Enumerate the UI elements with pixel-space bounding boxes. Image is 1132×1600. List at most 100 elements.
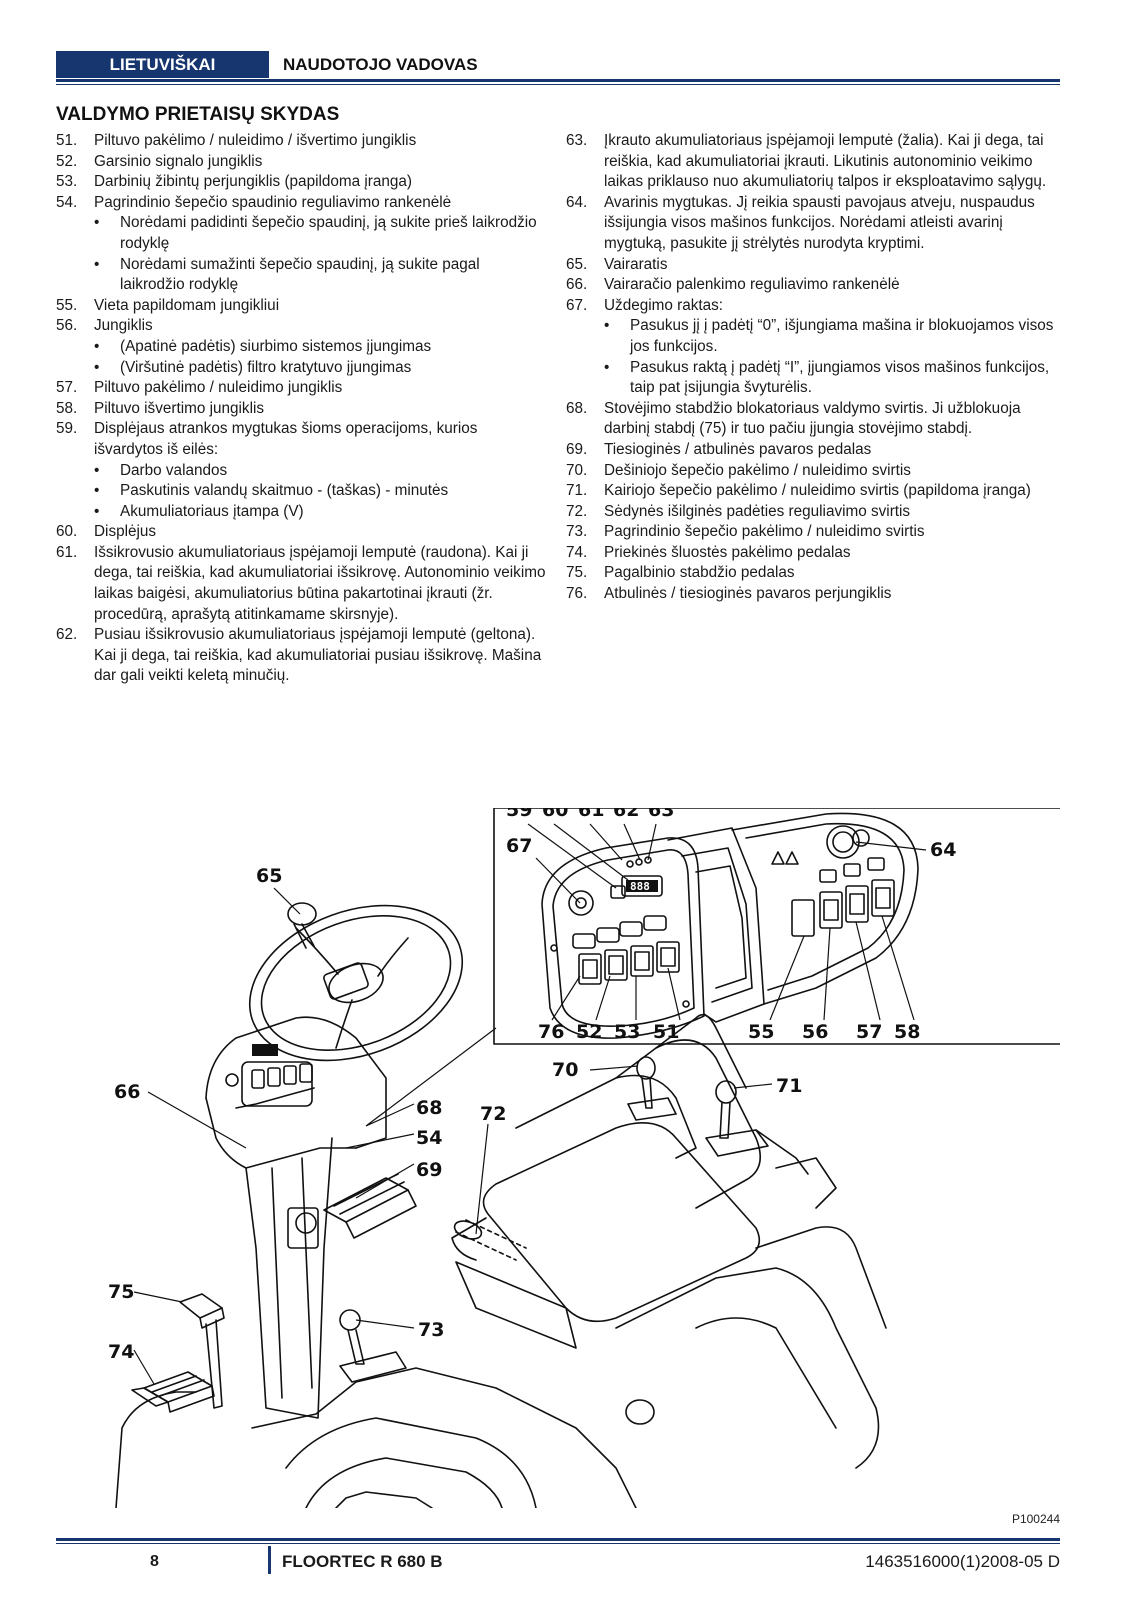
item-number: 74. [566,543,588,561]
item-number: 72. [566,502,588,520]
steering-column [205,1016,387,1419]
callout-66: 66 [114,1081,140,1103]
list-item: 60.Displėjus [56,522,546,543]
callout-61: 61 [578,808,604,821]
callout-55: 55 [748,1021,774,1043]
item-text: Piltuvo pakėlimo / nuleidimo / išvertimo… [94,132,417,149]
bullet-dot: • [94,461,100,479]
list-item: 55.Vieta papildomam jungikliui [56,296,546,317]
item-number: 71. [566,482,588,500]
dashboard-right-panel [731,812,919,1005]
control-panel-figure: 888 59 60 61 62 63 64 67 [108,808,1060,1508]
item-text: Uždegimo raktas: [604,296,724,314]
item-number: 73. [566,523,588,541]
item-number: 54. [56,193,78,211]
callout-58: 58 [894,1021,920,1043]
list-item: 59. Displėjaus atrankos mygtukas šioms op… [56,419,546,460]
list-item: 66.Vairaračio palenkimo reguliavimo rank… [566,275,1066,296]
list-item: 68.Stovėjimo stabdžio blokatoriaus valdy… [566,399,1066,440]
item-text: Įkrauto akumuliatoriaus įspėjamoji lempu… [604,132,1047,191]
list-item: 57.Piltuvo pakėlimo / nuleidimo jungikli… [56,378,546,399]
header-rule-thin [56,84,1060,85]
list-item: 75.Pagalbinio stabdžio pedalas [566,563,1066,584]
lever-70 [627,1056,677,1121]
item-number: 63. [566,132,588,149]
callout-74: 74 [108,1341,134,1363]
bullet-text: Paskutinis valandų skaitmuo - (taškas) -… [120,482,449,500]
bullet-text: Pasukus jį į padėtį “0”, išjungiama maši… [630,317,1054,355]
list-bullet: •Darbo valandos [56,461,546,482]
list-item: 76.Atbulinės / tiesioginės pavaros perju… [566,584,1066,605]
item-number: 67. [566,296,588,314]
item-number: 70. [566,461,588,479]
bullet-text: Akumuliatoriaus įtampa (V) [120,502,304,520]
item-text: Piltuvo išvertimo jungiklis [94,399,265,417]
item-text: Avarinis mygtukas. Jį reikia spausti pav… [604,193,1035,252]
bullet-dot: • [94,255,100,273]
list-item: 71. Kairiojo šepečio pakėlimo / nuleidimo… [566,481,1066,502]
pedal-75 [179,1293,225,1409]
item-number: 75. [566,564,588,582]
list-item: 51.Piltuvo pakėlimo / nuleidimo / išvert… [56,131,546,152]
item-number: 68. [566,399,588,417]
header-rule [56,79,1060,82]
callout-63: 63 [648,808,674,821]
list-bullet: • Akumuliatoriaus įtampa (V) [56,502,546,523]
callout-68: 68 [416,1097,442,1119]
item-text: Darbinių žibintų perjungiklis (papildoma… [94,173,413,191]
callout-73: 73 [418,1319,444,1341]
list-bullet: • Norėdami sumažinti šepečio spaudinį, ją… [56,255,546,296]
item-number: 56. [56,317,78,335]
list-bullet: •Pasukus jį į padėtį “0”, išjungiama maš… [566,316,1066,357]
language-tab: LIETUVIŠKAI [56,51,269,78]
item-text: Jungiklis [94,317,153,335]
bullet-dot: • [94,482,100,500]
bullet-dot: • [94,502,100,520]
item-text: Priekinės šluostės pakėlimo pedalas [604,543,851,561]
list-item: 56. Jungiklis [56,316,546,337]
callout-54: 54 [416,1127,442,1149]
callout-71: 71 [776,1075,802,1097]
bullet-text: (Viršutinė padėtis) filtro kratytuvo įju… [120,358,412,376]
list-item: 54. Pagrindinio šepečio spaudinio regulia… [56,193,546,214]
item-text: Pagrindinio šepečio pakėlimo / nuleidimo… [604,523,925,541]
list-bullet: •Norėdami padidinti šepečio spaudinį, ją… [56,213,546,254]
bullet-dot: • [94,214,100,232]
list-item: 73. Pagrindinio šepečio pakėlimo / nuleid… [566,522,1066,543]
document-code: 1463516000(1)2008-05 D [865,1552,1060,1571]
bullet-text: Norėdami sumažinti šepečio spaudinį, ją … [120,255,480,294]
dashboard-tray [667,827,765,1023]
list-item: 74. Priekinės šluostės pakėlimo pedalas [566,543,1066,564]
item-number: 57. [56,379,78,397]
item-text: Vieta papildomam jungikliui [94,296,280,314]
callout-51: 51 [653,1021,679,1043]
list-item: 58.Piltuvo išvertimo jungiklis [56,399,546,420]
item-text: Garsinio signalo jungiklis [94,152,263,170]
item-number: 52. [56,152,78,170]
callout-62: 62 [613,808,639,821]
item-number: 69. [566,440,588,458]
list-item: 53.Darbinių žibintų perjungiklis (papild… [56,172,546,193]
item-text: Displėjaus atrankos mygtukas šioms opera… [94,420,478,458]
list-item: 67. Uždegimo raktas: [566,296,1066,317]
figure-code: P100244 [1011,1512,1060,1526]
lever-71 [705,1080,809,1175]
page-number: 8 [150,1553,159,1570]
dashboard-left-panel [541,837,705,1039]
callout-76: 76 [538,1021,564,1043]
item-text: Pagrindinio šepečio spaudinio reguliavim… [94,193,452,211]
callout-64: 64 [930,839,956,861]
callout-56: 56 [802,1021,828,1043]
list-bullet: • Paskutinis valandų skaitmuo - (taškas) … [56,481,546,502]
bullet-dot: • [94,358,100,376]
item-text: Kairiojo šepečio pakėlimo / nuleidimo sv… [604,482,1031,500]
pedal-69 [323,1173,417,1239]
list-item: 70.Dešiniojo šepečio pakėlimo / nuleidim… [566,461,1066,482]
pedal-74 [131,1371,215,1413]
item-text: Sėdynės išilginės padėties reguliavimo s… [604,502,911,520]
list-item: 64. Avarinis mygtukas. Jį reikia spausti … [566,193,1066,255]
footer-divider [268,1546,271,1574]
item-number: 64. [566,193,588,211]
item-number: 59. [56,420,78,438]
section-title: VALDYMO PRIETAISŲ SKYDAS [56,104,340,125]
